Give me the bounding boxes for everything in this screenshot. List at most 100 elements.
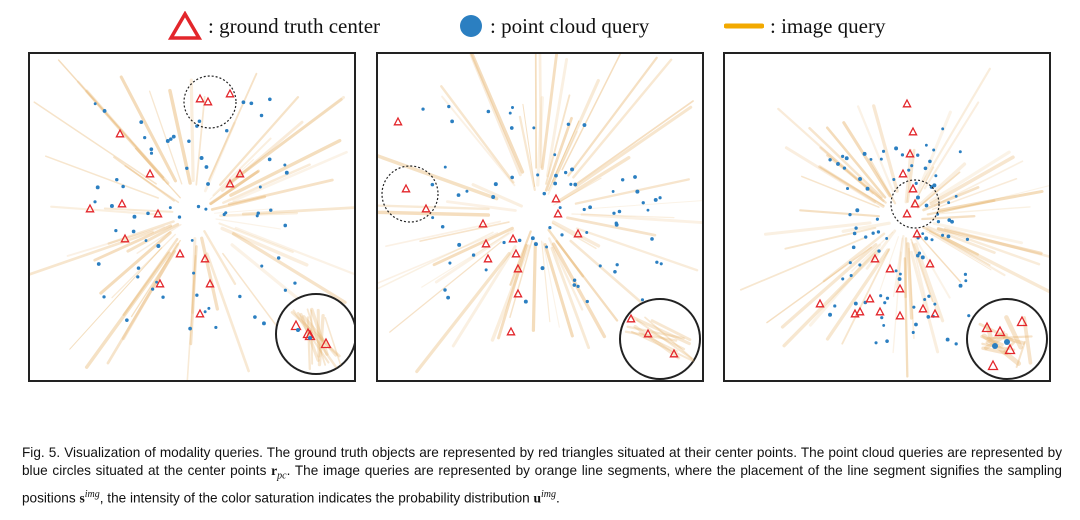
caption-text-2: . The image queries are represented by o… [22, 463, 1062, 506]
img-query-segment [208, 72, 258, 181]
img-query-segment [451, 245, 517, 348]
pc-query-dot [510, 175, 514, 180]
pc-query-dot [958, 283, 963, 288]
gt-triangle [551, 193, 561, 203]
pc-query-dot [924, 203, 929, 208]
img-query-segment [306, 308, 327, 366]
img-query-segment [566, 216, 657, 237]
pc-query-dot [199, 156, 204, 160]
img-query-segment [148, 90, 183, 185]
pc-query-dot [613, 270, 617, 274]
pc-query-dot [882, 323, 886, 327]
img-query-segment [218, 222, 294, 254]
img-query-segment [931, 177, 1018, 211]
img-query-segment [904, 148, 913, 204]
img-query-segment [986, 335, 1033, 340]
pc-query-dot [502, 240, 506, 245]
img-query-segment [134, 147, 181, 199]
img-query-segment [220, 226, 309, 267]
img-query-segment [219, 96, 300, 186]
pc-query-dot [635, 189, 640, 194]
pc-query-dot [283, 163, 287, 167]
pc-query-dot [570, 167, 575, 172]
pc-query-dot [849, 274, 853, 278]
img-query-segment [575, 227, 699, 272]
img-query-segment [841, 248, 891, 345]
img-query-segment [389, 241, 502, 333]
img-query-segment [822, 232, 886, 283]
img-query-segment [916, 110, 952, 194]
pc-query-dot [508, 111, 512, 115]
pc-query-dot [268, 97, 272, 102]
pc-query-dot [214, 325, 218, 330]
pc-query-dot [842, 166, 847, 170]
pc-query-dot [96, 262, 101, 266]
img-query-segment [113, 156, 175, 202]
gt-triangle [870, 253, 880, 263]
pc-query-dot [864, 235, 868, 239]
img-query-segment [205, 252, 250, 373]
img-query-segment [644, 316, 693, 360]
pc-query-dot [146, 211, 150, 216]
pc-query-dot [897, 277, 902, 281]
img-query-segment [1002, 336, 1026, 345]
pc-query-dot [197, 119, 202, 124]
gt-triangle [203, 96, 213, 106]
img-query-segment [121, 242, 180, 341]
img-query-segment [940, 235, 1049, 294]
pc-query-dot [471, 253, 476, 257]
pc-query-dot [283, 223, 288, 228]
pc-query-dot [262, 321, 266, 326]
pc-query-dot [509, 126, 514, 130]
pc-query-dot [450, 119, 454, 124]
gt-triangle [320, 337, 332, 349]
img-query-segment [936, 227, 1043, 255]
img-query-segment [227, 178, 334, 206]
gt-triangle [225, 88, 235, 98]
img-query-segment [189, 245, 198, 346]
pc-query-dot [871, 231, 875, 235]
gt-triangle [925, 258, 935, 268]
img-query-segment [111, 233, 176, 299]
img-query-segment [497, 244, 528, 340]
pc-query-dot [102, 295, 106, 299]
pc-query-dot [923, 166, 928, 171]
pc-query-dot [203, 310, 207, 314]
pc-query-dot [136, 275, 140, 279]
img-query-segment [763, 221, 872, 236]
gt-triangle [85, 203, 95, 213]
pc-query-dot [93, 102, 97, 106]
pc-query-dot [225, 128, 229, 133]
zoom-region-marker [890, 179, 940, 229]
img-query-segment [541, 240, 551, 323]
img-query-segment [567, 56, 658, 177]
panel-3-plot [739, 67, 1049, 380]
pc-query-dot [880, 316, 884, 320]
pc-query-dot [650, 237, 654, 241]
pc-query-dot [898, 272, 902, 276]
gt-triangle [145, 168, 155, 178]
pc-query-dot [836, 162, 840, 166]
pc-query-dot [443, 165, 447, 169]
img-query-segment [784, 146, 877, 204]
pc-query-dot [190, 238, 194, 242]
pc-query-dot [855, 208, 860, 213]
pc-query-dot [139, 120, 144, 124]
pc-query-dot [852, 231, 857, 236]
pc-query-dot [924, 236, 929, 241]
img-query-segment [421, 232, 510, 288]
img-query-segment [555, 240, 619, 322]
img-query-segment [985, 330, 1006, 345]
zoom-region-marker [381, 165, 439, 223]
pc-query-dot [914, 322, 918, 327]
img-query-segment [543, 243, 574, 338]
gt-triangle [513, 263, 523, 273]
gt-triangle [478, 218, 488, 228]
img-query-segment [841, 221, 891, 233]
pc-query-dot [171, 134, 176, 139]
img-query-segment [935, 206, 1031, 215]
img-query-segment [203, 121, 236, 193]
pc-query-dot [192, 271, 196, 275]
pc-query-dot [611, 190, 615, 193]
pc-query-dot [493, 182, 498, 187]
